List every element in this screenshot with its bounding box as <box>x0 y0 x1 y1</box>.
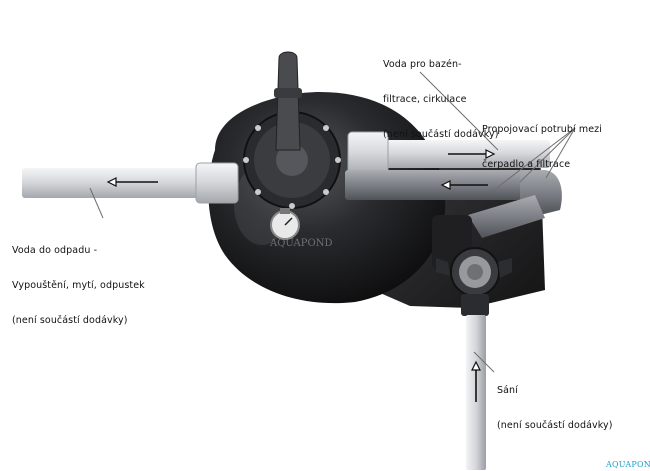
label-return-water: Voda pro bazén- filtrace, cirkulace (nen… <box>383 59 499 140</box>
suction-coupler <box>461 294 489 316</box>
label-waste-water: Voda do odpadu - Vypouštění, mytí, odpus… <box>12 245 145 326</box>
waste-pipe-coupler <box>195 162 239 204</box>
label-connecting-pipe: Propojovací potrubí mezi čerpadlo a filt… <box>482 124 602 170</box>
pump-inlet-pipe <box>468 195 545 238</box>
waste-pipe <box>22 168 218 198</box>
valve-center <box>276 144 308 176</box>
return-pipe-coupler <box>347 131 389 177</box>
leader-lines <box>89 71 576 373</box>
flow-arrows <box>106 149 496 402</box>
label-suction: Sání (není součástí dodávky) <box>497 385 613 431</box>
valve-handle <box>275 51 301 151</box>
tank-watermark: AQUAPOND <box>269 238 332 249</box>
brand-watermark: AQUAPOND <box>606 460 650 469</box>
